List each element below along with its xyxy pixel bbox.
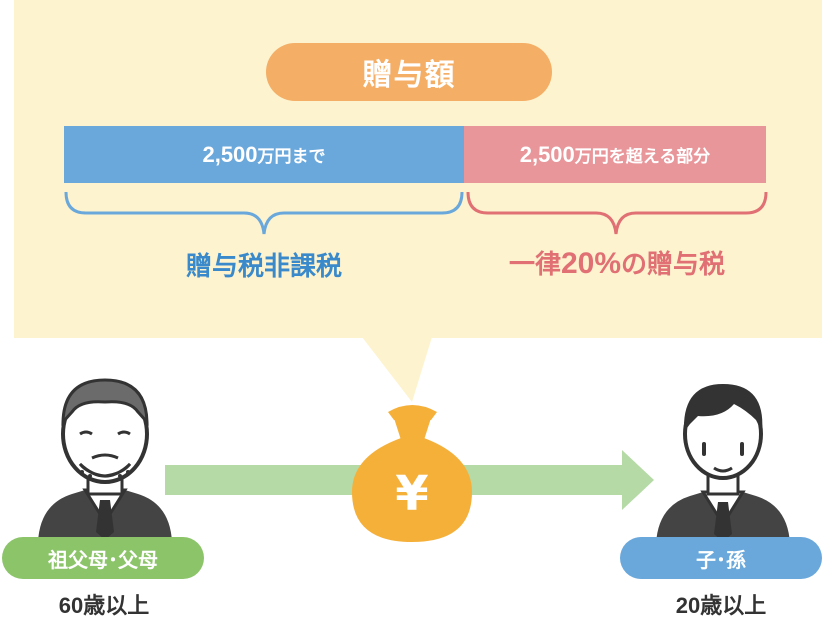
- receiver-label: 子･孫: [620, 537, 822, 579]
- bar-under-threshold: 2,500 万円まで: [64, 126, 464, 183]
- bar-left-suffix: 万円まで: [257, 147, 326, 166]
- flat-tax-rate: 20%: [560, 247, 622, 280]
- flat-tax-prefix: 一律: [508, 249, 561, 279]
- flat-tax-label: 一律20%の贈与税: [466, 244, 768, 281]
- gift-amount-title: 贈与額: [266, 43, 552, 101]
- money-bag-icon: [352, 405, 472, 542]
- giver-label: 祖父母･父母: [2, 537, 204, 579]
- bar-left-amount: 2,500: [202, 141, 258, 167]
- bar-right-amount: 2,500: [519, 141, 575, 167]
- grandparent-icon: [38, 378, 172, 542]
- bar-right-suffix: 万円を超える部分: [574, 147, 711, 166]
- arrow-head: [622, 450, 654, 510]
- flat-tax-suffix: の贈与税: [621, 249, 726, 279]
- receiver-age: 20歳以上: [675, 593, 767, 618]
- tax-exempt-label: 贈与税非課税: [185, 251, 342, 281]
- giver-age: 60歳以上: [58, 593, 150, 618]
- child-icon: [656, 384, 790, 544]
- yen-symbol: ¥: [395, 466, 428, 522]
- bar-over-threshold: 2,500 万円を超える部分: [464, 126, 766, 183]
